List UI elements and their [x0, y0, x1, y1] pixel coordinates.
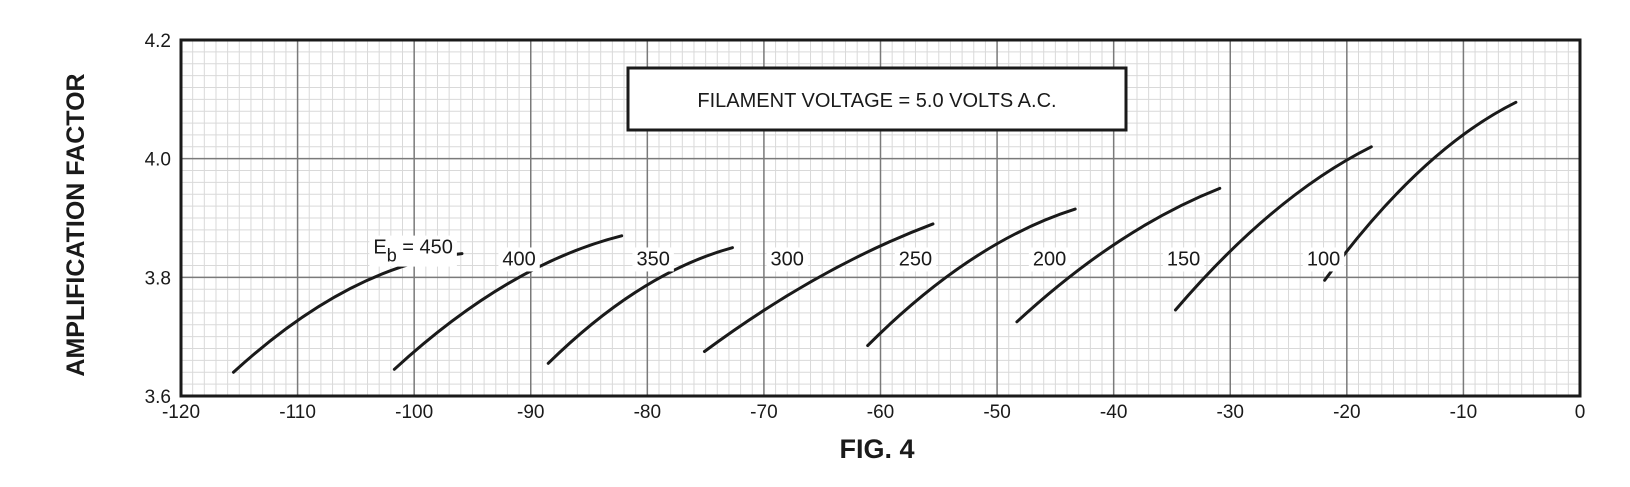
curve-label-200: 200	[1033, 248, 1066, 270]
x-tick-label: -60	[867, 402, 894, 423]
x-tick-label: -40	[1100, 402, 1127, 423]
curve-label-background	[1302, 247, 1345, 272]
x-tick-label: -30	[1217, 402, 1244, 423]
curve-label-150: 150	[1167, 248, 1200, 270]
curve-label-background	[632, 247, 674, 272]
x-tick-label: -70	[750, 402, 777, 423]
curve-eb-100	[1323, 100, 1518, 282]
curve-eb-400	[392, 234, 624, 371]
annotation-frame	[626, 66, 1128, 132]
curve-label-300: 300	[771, 248, 804, 270]
annotation-text: FILAMENT VOLTAGE = 5.0 VOLTS A.C.	[697, 90, 1056, 112]
curve-label-background	[766, 247, 808, 272]
curve-label-350: 350	[636, 248, 669, 270]
y-tick-label: 3.8	[145, 268, 171, 289]
curve-label-400: 400	[502, 248, 535, 270]
y-tick-label: 4.2	[145, 31, 171, 52]
x-tick-label: -120	[162, 402, 200, 423]
x-tick-label: -100	[395, 402, 433, 423]
figure-title: FIG. 4	[839, 434, 914, 464]
curve-label-background	[894, 247, 937, 272]
curve-label-background	[1028, 247, 1071, 272]
curve-label-450: Eb = 450	[373, 237, 453, 266]
plot-frame	[179, 38, 1582, 398]
x-tick-label: 0	[1575, 402, 1586, 423]
y-axis-title: AMPLIFICATION FACTOR	[62, 73, 90, 376]
curve-label-100: 100	[1307, 248, 1340, 270]
annotation-box: FILAMENT VOLTAGE = 5.0 VOLTS A.C.	[626, 66, 1128, 132]
curve-label-background	[1162, 247, 1205, 272]
x-tick-label: -20	[1333, 402, 1360, 423]
curve-label-250: 250	[899, 248, 932, 270]
x-tick-label: -10	[1450, 402, 1477, 423]
curve-eb-150	[1173, 145, 1373, 312]
curve-eb-350	[546, 246, 734, 365]
x-tick-label: -50	[983, 402, 1010, 423]
curve-eb-250	[866, 207, 1077, 348]
curve-labels: Eb = 450 400 350 300 250 200 150 100	[369, 235, 1345, 272]
curve-label-background	[498, 247, 540, 272]
x-tick-label: -110	[279, 402, 316, 423]
curve-eb-200	[1015, 186, 1222, 324]
y-tick-label: 4.0	[145, 150, 171, 171]
y-tick-labels: 3.6 3.8 4.0 4.2	[145, 31, 171, 408]
curve-label-background	[369, 235, 457, 267]
y-tick-label: 3.6	[145, 387, 171, 408]
curve-eb-300	[702, 222, 935, 353]
x-tick-label: -80	[634, 402, 661, 423]
x-tick-label: -90	[517, 402, 544, 423]
